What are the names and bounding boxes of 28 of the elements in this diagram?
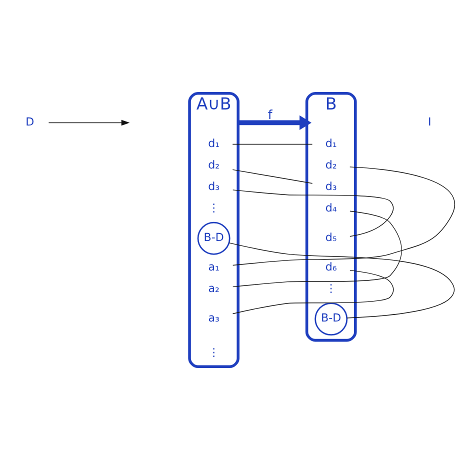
node-text: d₂ [325,158,337,171]
node-text: d₄ [325,200,337,214]
connector [232,189,394,236]
connector [232,166,455,266]
node-text: d₂ [208,158,220,171]
edge-label: f [268,106,272,122]
node-text: d₁ [325,136,337,150]
node-text: d₃ [208,179,220,192]
label: I [428,114,432,128]
node-text: a₃ [208,311,220,324]
connector [232,168,313,184]
arrow [48,119,130,126]
arrow [238,114,312,130]
node-circle: B-D [314,302,348,336]
node-text: d₁ [208,136,220,150]
connector [232,269,394,314]
node-text: D [26,114,34,128]
label: ⋮ [208,346,220,359]
label: ⋮ [326,282,337,295]
connector [232,143,313,144]
connector [232,210,402,287]
node-text: d₃ [325,179,337,192]
node-text: a₂ [208,282,220,295]
node-text: a₁ [208,260,220,274]
node-text: d₅ [325,230,337,244]
node-text: d₆ [325,260,337,274]
node-circle: B-D [197,221,230,254]
label: ⋮ [208,200,220,214]
